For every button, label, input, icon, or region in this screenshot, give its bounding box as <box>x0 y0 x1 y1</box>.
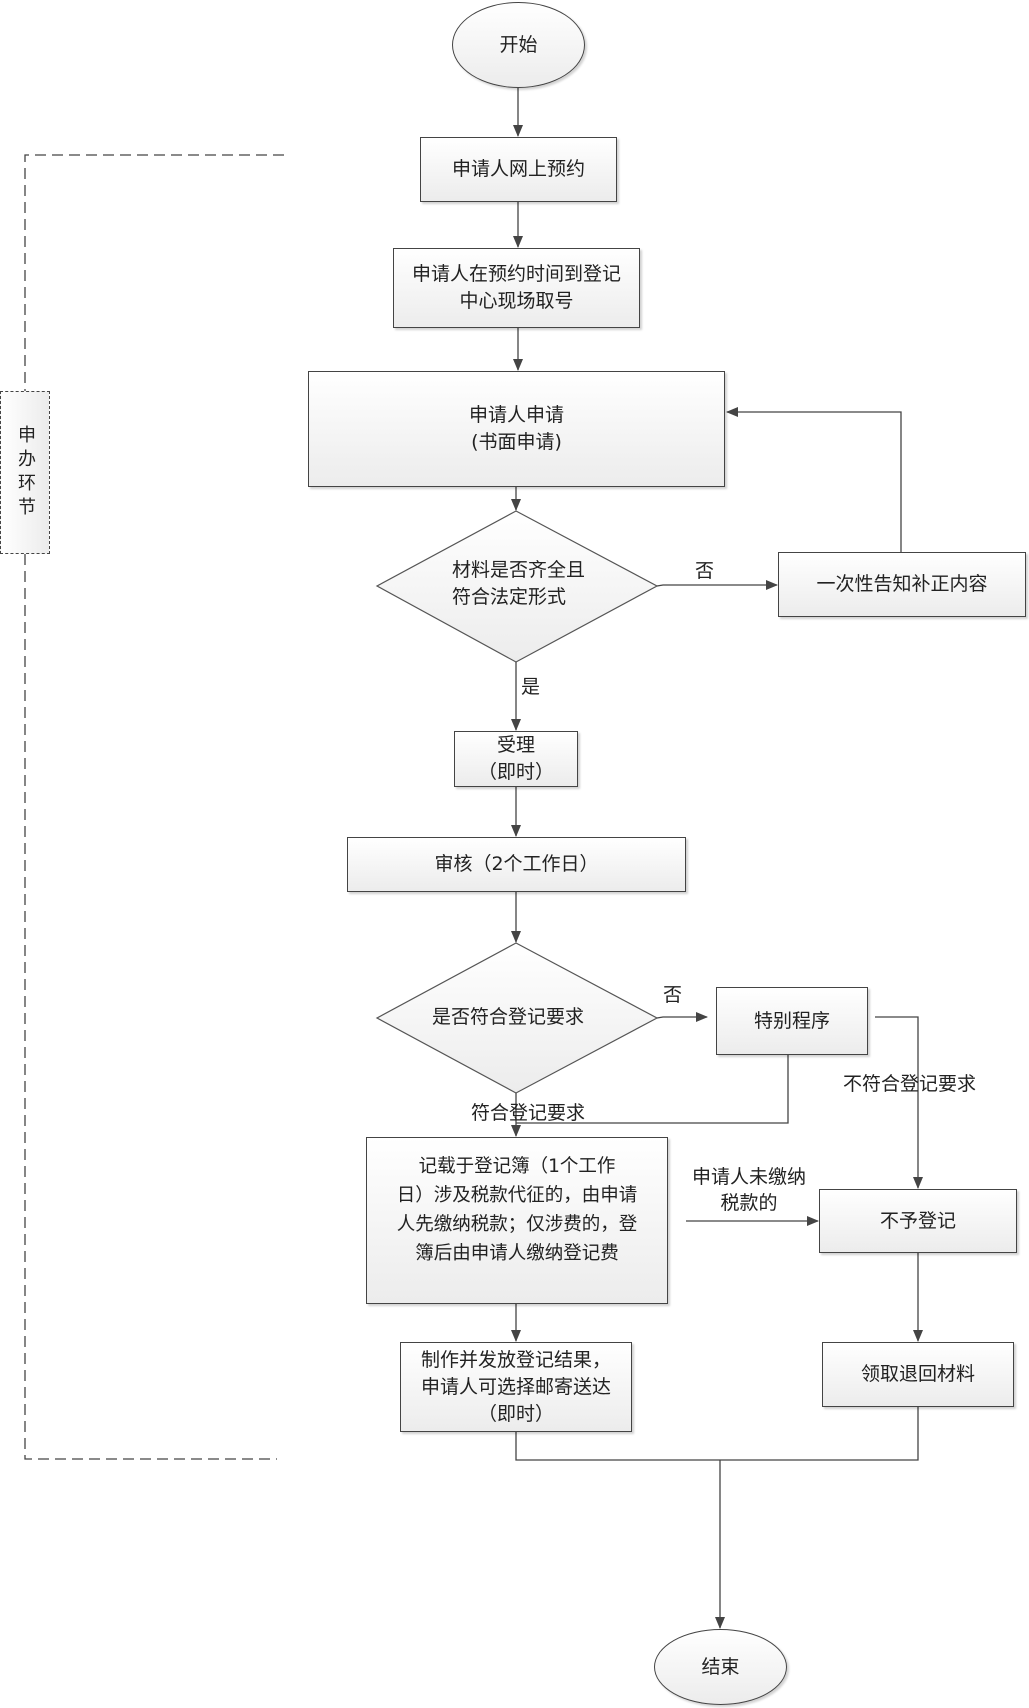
record-text: 记载于登记簿（1个工作 日）涉及税款代征的，由申请 人先缴纳税款；仅涉费的，登 … <box>396 1156 638 1264</box>
end-node[interactable]: 结束 <box>654 1629 787 1705</box>
edge-special-refuse <box>875 1016 923 1189</box>
accept-text: 受理 （即时） <box>477 734 554 783</box>
review-node[interactable]: 审核（2个工作日） <box>347 837 686 892</box>
end-node-text: 结束 <box>701 1655 740 1678</box>
start-node[interactable]: 开始 <box>452 2 585 88</box>
edge-label-materials-yes: 是 <box>521 676 541 698</box>
refuse-node[interactable]: 不予登记 <box>819 1189 1017 1253</box>
lane-label-text: 申办环节 <box>15 424 36 521</box>
lane-boundary <box>24 154 284 1460</box>
issue-result-text: 制作并发放登记结果， 申请人可选择邮寄送达 （即时） <box>420 1348 611 1425</box>
return-materials-text: 领取退回材料 <box>860 1363 975 1385</box>
take-number-text: 申请人在预约时间到登记 中心现场取号 <box>411 263 621 312</box>
lane-label-apply-stage: 申办环节 <box>0 391 50 554</box>
online-booking-text: 申请人网上预约 <box>451 158 585 180</box>
issue-result-node[interactable]: 制作并发放登记结果， 申请人可选择邮寄送达 （即时） <box>400 1342 632 1432</box>
edge-issue-merge <box>515 1407 919 1461</box>
edge-label-materials-no: 否 <box>695 560 715 582</box>
edge-label-meets-requirements: 符合登记要求 <box>471 1102 586 1124</box>
edge-special-merge <box>516 1055 789 1124</box>
decision-requirements-text: 是否符合登记要求 <box>432 1006 585 1028</box>
edge-decision-special <box>656 1012 708 1022</box>
edge-notify-apply <box>726 407 902 552</box>
edge-label-unpaid-tax: 申请人未缴纳 税款的 <box>692 1166 807 1214</box>
online-booking-node[interactable]: 申请人网上预约 <box>420 137 617 202</box>
special-procedure-node[interactable]: 特别程序 <box>716 987 868 1055</box>
refuse-text: 不予登记 <box>879 1209 956 1232</box>
edge-decision-notify <box>656 580 778 590</box>
special-procedure-text: 特别程序 <box>753 1009 830 1032</box>
return-materials-node[interactable]: 领取退回材料 <box>822 1342 1014 1407</box>
edge-label-requirements-no: 否 <box>663 984 683 1006</box>
apply-text: 申请人申请 (书面申请) <box>468 404 564 453</box>
review-text: 审核（2个工作日） <box>434 853 599 875</box>
take-number-node[interactable]: 申请人在预约时间到登记 中心现场取号 <box>393 248 640 328</box>
notify-correction-node[interactable]: 一次性告知补正内容 <box>778 552 1026 617</box>
record-node[interactable]: 记载于登记簿（1个工作 日）涉及税款代征的，由申请 人先缴纳税款；仅涉费的，登 … <box>366 1137 668 1304</box>
notify-correction-text: 一次性告知补正内容 <box>816 573 988 595</box>
start-node-text: 开始 <box>499 33 538 56</box>
apply-node[interactable]: 申请人申请 (书面申请) <box>308 371 725 487</box>
accept-node[interactable]: 受理 （即时） <box>454 731 578 787</box>
edge-label-not-meet-requirements: 不符合登记要求 <box>843 1073 977 1095</box>
decision-materials-text: 材料是否齐全且 符合法定形式 <box>452 559 586 608</box>
